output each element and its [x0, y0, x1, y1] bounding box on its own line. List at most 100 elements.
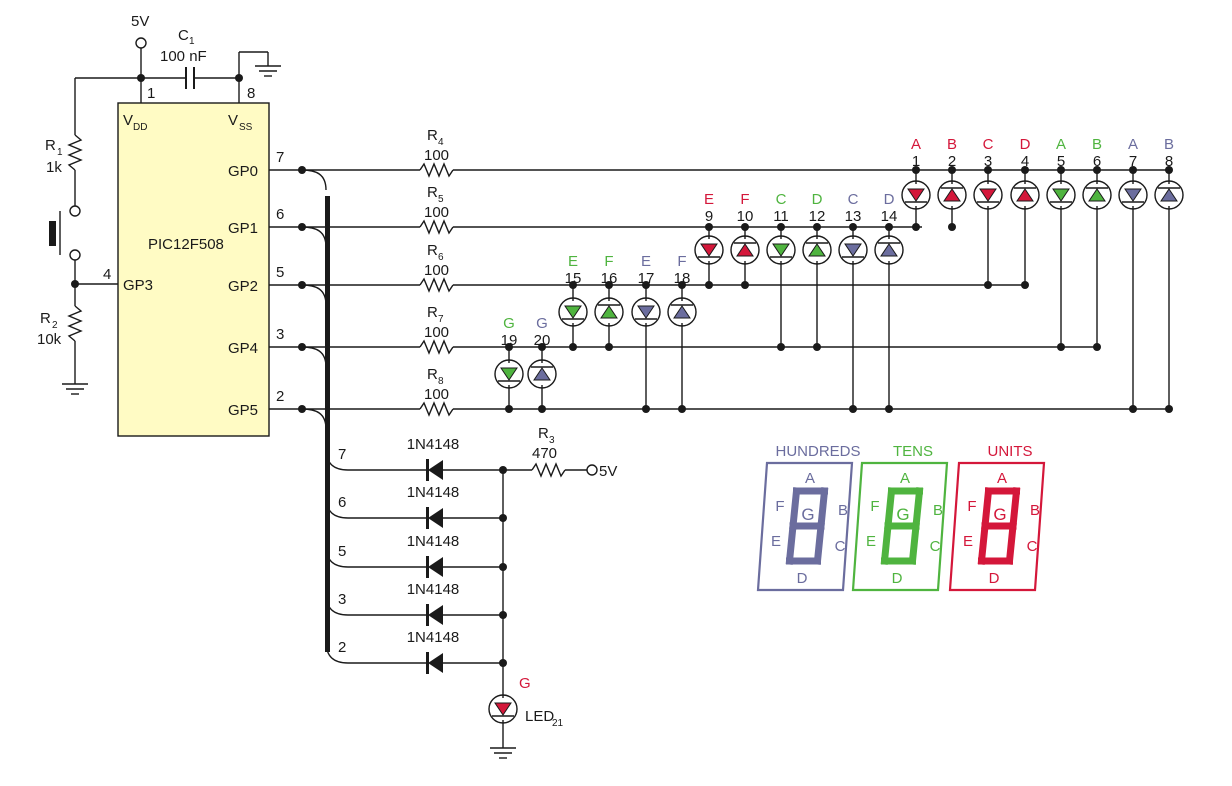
r1-sub: 1 — [57, 147, 63, 158]
led-5 — [1046, 180, 1076, 210]
chip-output-label-gp5: GP5 — [228, 402, 258, 419]
chip-output-label-gp4: GP4 — [228, 340, 258, 357]
diode-part-2: 1N4148 — [407, 629, 460, 646]
chip-gp3-label: GP3 — [123, 277, 153, 294]
r2-sub: 2 — [52, 320, 58, 331]
r3-name: R — [538, 425, 549, 442]
vcc-label-2: 5V — [599, 463, 617, 480]
resistor-sub-r8: 8 — [438, 376, 444, 387]
led-15 — [558, 297, 588, 327]
resistor-name-r6: R — [427, 242, 438, 259]
led-segment-label-7: A — [1128, 136, 1138, 153]
led21-sub: 21 — [552, 718, 564, 729]
led-14 — [874, 235, 904, 265]
junction-led-18-bottom — [678, 405, 686, 413]
vcc-terminal — [135, 37, 147, 49]
led-segment-label-17: E — [641, 253, 651, 270]
led-segment-label-14: D — [884, 191, 895, 208]
display-seg-f: F — [775, 498, 784, 515]
chip-output-pin-2: 2 — [276, 388, 284, 405]
display-seg-b: B — [838, 502, 848, 519]
led-segment-label-15: E — [568, 253, 578, 270]
capacitor-c1: C 1 100 nF — [160, 27, 207, 89]
led-segment-label-2: B — [947, 136, 957, 153]
led-number-5: 5 — [1057, 153, 1065, 170]
led-number-18: 18 — [674, 270, 691, 287]
junction-led-2-bottom — [948, 223, 956, 231]
led-number-13: 13 — [845, 208, 862, 225]
chip-output-label-gp0: GP0 — [228, 163, 258, 180]
resistor-name-r5: R — [427, 184, 438, 201]
ground-symbol-r2 — [62, 383, 88, 395]
led-number-16: 16 — [601, 270, 618, 287]
led-17 — [631, 297, 661, 327]
display-seg-f: F — [967, 498, 976, 515]
display-seg-c: C — [930, 538, 941, 555]
resistor-name-r8: R — [427, 366, 438, 383]
led-segment-label-10: F — [740, 191, 749, 208]
led-2 — [937, 180, 967, 210]
junction-led-12-bottom — [813, 343, 821, 351]
junction-led-20-bottom — [538, 405, 546, 413]
display-seg-g: G — [896, 505, 909, 524]
diode-2: 2 1N4148 — [325, 629, 507, 674]
display-seg-d: D — [797, 570, 808, 587]
led-21 — [488, 694, 518, 724]
led-number-14: 14 — [881, 208, 898, 225]
bus-tap-label-2: 2 — [338, 639, 346, 656]
led-number-9: 9 — [705, 208, 713, 225]
led-9 — [694, 235, 724, 265]
led-segment-label-4: D — [1020, 136, 1031, 153]
led-number-10: 10 — [737, 208, 754, 225]
junction-led-18-top — [678, 281, 686, 289]
led-segment-label-3: C — [983, 136, 994, 153]
display-seg-c: C — [835, 538, 846, 555]
led-4 — [1010, 180, 1040, 210]
junction-led-4-bottom — [1021, 281, 1029, 289]
c1-name: C — [178, 27, 189, 44]
led-segment-label-11: C — [776, 191, 787, 208]
junction-led-19-top — [505, 343, 513, 351]
r2-name: R — [40, 310, 51, 327]
junction-led-17-bottom — [642, 405, 650, 413]
junction-led-15-bottom — [569, 343, 577, 351]
r2-value: 10k — [37, 331, 62, 348]
chip-output-label-gp1: GP1 — [228, 220, 258, 237]
led-segment-label-9: E — [704, 191, 714, 208]
display-title-tens: TENS — [893, 443, 933, 460]
junction-led-4-top — [1021, 166, 1029, 174]
resistor-sub-r5: 5 — [438, 194, 444, 205]
junction-led-13-top — [849, 223, 857, 231]
bus-tap-label-5: 5 — [338, 543, 346, 560]
junction-led-19-bottom — [505, 405, 513, 413]
junction-led-11-top — [777, 223, 785, 231]
led-number-17: 17 — [638, 270, 655, 287]
resistor-sub-r6: 6 — [438, 252, 444, 263]
diode-part-5: 1N4148 — [407, 533, 460, 550]
display-seg-a: A — [900, 470, 910, 487]
led21-name: LED — [525, 708, 554, 725]
display-seg-e: E — [771, 533, 781, 550]
display-seg-g: G — [993, 505, 1006, 524]
ground-symbol-vss — [255, 65, 281, 77]
led-number-4: 4 — [1021, 153, 1029, 170]
resistor-value-r5: 100 — [424, 204, 449, 221]
junction-led-1-bottom — [912, 223, 920, 231]
junction-led-1-top — [912, 166, 920, 174]
chip-output-pin-6: 6 — [276, 206, 284, 223]
bus-tap-label-3: 3 — [338, 591, 346, 608]
led-7 — [1118, 180, 1148, 210]
c1-sub: 1 — [189, 36, 195, 47]
led-18 — [667, 297, 697, 327]
led-3 — [973, 180, 1003, 210]
junction-led-16-bottom — [605, 343, 613, 351]
led-number-3: 3 — [984, 153, 992, 170]
junction-led-13-bottom — [849, 405, 857, 413]
led-8 — [1154, 180, 1184, 210]
junction-led-3-top — [984, 166, 992, 174]
junction-led-17-top — [642, 281, 650, 289]
junction-led-9-bottom — [705, 281, 713, 289]
